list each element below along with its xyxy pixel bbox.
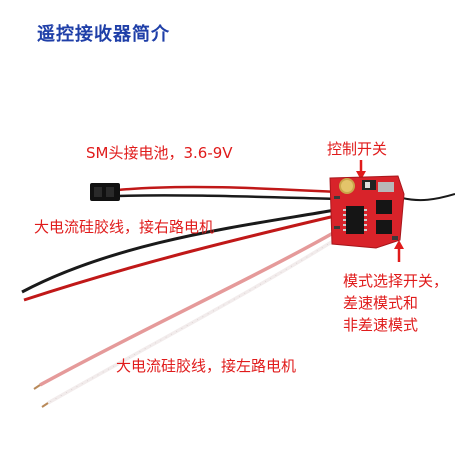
right-motor-wire-red xyxy=(23,214,336,302)
right-motor-wire-black xyxy=(21,208,336,294)
sm-connector xyxy=(90,183,120,201)
mode-label-line-1: 模式选择开关， xyxy=(343,272,449,290)
battery-label: SM头接电池，3.6-9V xyxy=(86,144,233,162)
mode-switch-label: 模式选择开关， 差速模式和 非差速模式 xyxy=(343,270,448,336)
mode-label-line-3: 非差速模式 xyxy=(343,316,419,334)
left-motor-wire-white xyxy=(47,236,339,405)
right-wire-label: 大电流硅胶线，接右路电机 xyxy=(34,218,215,236)
control-switch-label: 控制开关 xyxy=(327,140,388,158)
receiver-board xyxy=(329,175,405,249)
left-wire-label: 大电流硅胶线，接左路电机 xyxy=(116,357,297,375)
mode-label-line-2: 差速模式和 xyxy=(343,294,419,312)
mode-arrow xyxy=(394,240,404,262)
battery-wire-black xyxy=(117,194,339,201)
switch-arrow xyxy=(356,160,366,180)
antenna-wire xyxy=(401,193,455,202)
left-motor-wire-pink xyxy=(39,230,336,387)
battery-wire-red xyxy=(117,185,339,194)
page-title: 遥控接收器简介 xyxy=(37,24,170,45)
